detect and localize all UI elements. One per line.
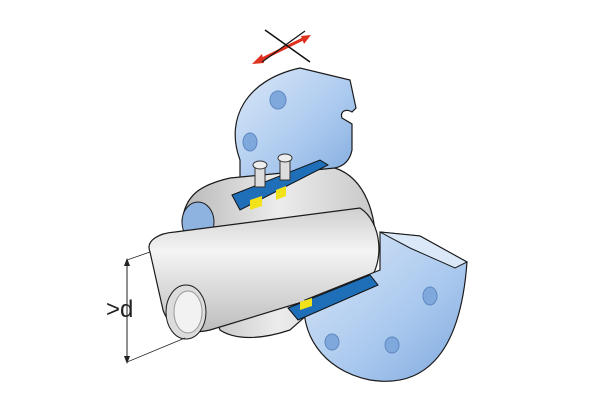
diameter-dimension — [124, 251, 186, 364]
dimension-label: >d — [106, 296, 134, 323]
lower-flange — [287, 231, 469, 382]
no-axial-movement-icon — [252, 29, 311, 64]
shaft — [148, 207, 380, 340]
upper-flange — [234, 67, 357, 186]
upper-seal-section — [231, 153, 330, 211]
